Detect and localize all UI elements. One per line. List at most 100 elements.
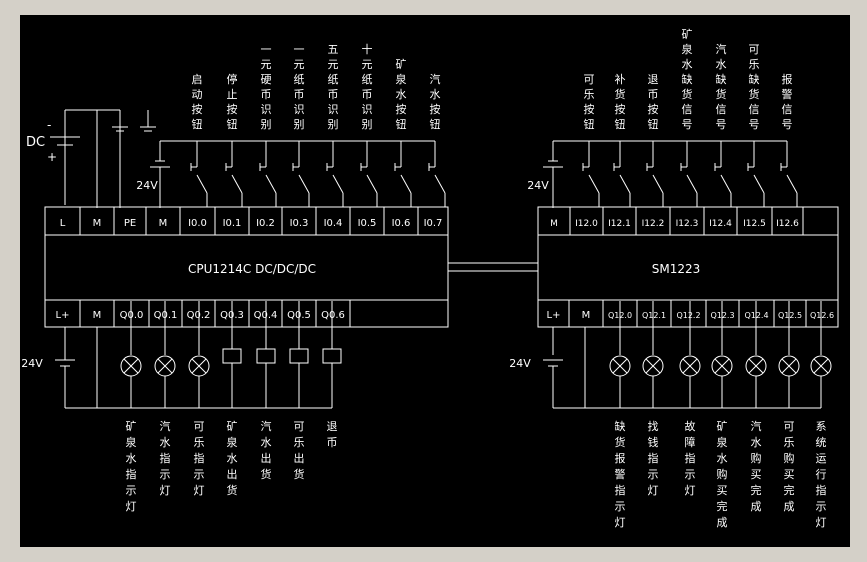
sm-input-switch-3-contact	[686, 174, 698, 194]
dc-plus: +	[47, 150, 57, 164]
cpu-module	[44, 206, 449, 328]
cpu-terminal-lp: L+	[56, 310, 70, 321]
cpu-input-switch-7-contact	[434, 174, 446, 194]
sm-terminal-i12-6: I12.6	[776, 219, 799, 229]
sm-output-label-5: 可乐购买完成	[784, 420, 795, 513]
sm-output-label-3: 矿泉水购买完成	[717, 420, 728, 529]
cpu-input-24v-label: 24V	[136, 179, 158, 192]
sm-output-lamp-1-x2	[645, 358, 661, 374]
cpu-terminal-m: M	[159, 218, 168, 229]
cpu-terminal-i0-0: I0.0	[188, 218, 207, 229]
sm-terminal-q12-1: Q12.1	[642, 311, 666, 320]
cpu-input-switch-0-contact	[196, 174, 208, 194]
sm-terminal-q12-5: Q12.5	[778, 311, 802, 320]
dc-minus: -	[47, 118, 51, 132]
sm-input-24v-label: 24V	[527, 179, 549, 192]
cpu-input-switch-1-contact	[231, 174, 243, 194]
cpu-terminal-i0-3: I0.3	[290, 218, 309, 229]
cpu-input-switch-6-contact	[400, 174, 412, 194]
sm-output-label-4: 汽水购买完成	[751, 419, 762, 513]
cpu-output-label-5: 可乐出货	[294, 420, 305, 481]
sm-input-switch-2-contact	[652, 174, 664, 194]
plc-wiring-diagram: DC - + CPU1214C DC/DC/DC L M PE M I0.0 I0.1 I0.…	[21, 28, 839, 529]
cpu-input-label-1: 停止按钮	[227, 72, 238, 131]
sm-module	[537, 206, 839, 328]
cpu-terminal-m: M	[93, 218, 102, 229]
cpu-output-label-4: 汽水出货	[261, 419, 272, 481]
sm-output-lamp-3-x2	[714, 358, 730, 374]
cpu-input-label-3: 一元纸币识别	[294, 43, 305, 131]
dc-supply: DC - +	[26, 109, 156, 208]
cpu-terminal-i0-4: I0.4	[324, 218, 343, 229]
sm-terminal-i12-4: I12.4	[709, 219, 732, 229]
sm-input-label-0: 可乐按钮	[584, 73, 595, 131]
cpu-terminal-i0-1: I0.1	[223, 218, 242, 229]
sm-input-label-1: 补货按钮	[615, 73, 626, 131]
cpu-output-coil-5	[289, 348, 309, 364]
cpu-input-label-5: 十元纸币识别	[362, 42, 373, 131]
sm-input-label-2: 退币按钮	[648, 73, 659, 131]
cpu-output-label-2: 可乐指示灯	[194, 420, 205, 497]
sm-input-switch-4-contact	[720, 174, 732, 194]
dc-label: DC	[26, 135, 45, 150]
sm-terminal-q12-6: Q12.6	[810, 311, 834, 320]
sm-output-24v-label: 24V	[509, 357, 531, 370]
cpu-terminal-i0-2: I0.2	[256, 218, 275, 229]
sm-input-label-4: 汽水缺货信号	[716, 42, 727, 131]
sm-input-switch-5-contact	[753, 174, 765, 194]
sm-terminal-i12-3: I12.3	[676, 219, 699, 229]
sm-output-label-2: 故障指示灯	[685, 419, 696, 497]
sm-output-label-0: 缺货报警指示灯	[615, 419, 626, 529]
drawing-canvas[interactable]: DC - + CPU1214C DC/DC/DC L M PE M I0.0 I0.1 I0.…	[20, 15, 850, 547]
cpu-terminal-i0-7: I0.7	[424, 218, 443, 229]
cpu-terminal-pe: PE	[124, 218, 136, 229]
sm-input-switch-1-contact	[619, 174, 631, 194]
cpu-output-coil-3	[222, 348, 242, 364]
cpu-output-label-3: 矿泉水出货	[227, 420, 238, 497]
sm-terminal-i12-0: I12.0	[575, 219, 598, 229]
sm-input-label-5: 可乐缺货信号	[749, 43, 760, 131]
cpu-input-label-0: 启动按钮	[192, 73, 203, 131]
cpu-input-label-2: 一元硬币识别	[261, 43, 272, 131]
cpu-terminal-i0-6: I0.6	[392, 218, 411, 229]
cpu-input-label-6: 矿泉水按钮	[396, 58, 407, 131]
cpu-output-lamp-0-x2	[123, 358, 139, 374]
sm-output-lamp-2-x2	[682, 358, 698, 374]
cpu-input-label-4: 五元纸币识别	[328, 43, 339, 131]
cpu-output-coil-4	[256, 348, 276, 364]
cpu-terminal-q0-6: Q0.6	[321, 310, 345, 321]
cpu-output-label-6: 退币	[327, 420, 338, 449]
cpu-output-lamp-1-x2	[157, 358, 173, 374]
cpu-input-switch-3-contact	[298, 174, 310, 194]
sm-terminal-lp: L+	[547, 310, 561, 321]
cpu-output-24v-label: 24V	[21, 357, 43, 370]
sm-terminal-q12-2: Q12.2	[676, 311, 700, 320]
cpu-terminal-m: M	[93, 310, 102, 321]
sm-terminal-i12-1: I12.1	[608, 219, 631, 229]
cpu-model-label: CPU1214C DC/DC/DC	[188, 262, 316, 276]
cpu-terminal-i0-5: I0.5	[358, 218, 377, 229]
sm-input-switch-6-contact	[786, 174, 798, 194]
sm-output-lamp-6-x2	[813, 358, 829, 374]
sm-output-label-6: 系统运行指示灯	[816, 420, 827, 529]
sm-output-label-1: 找钱指示灯	[648, 419, 659, 497]
cpu-output-coil-6	[322, 348, 342, 364]
sm-terminal-m: M	[550, 219, 558, 229]
cpu-input-switch-2-contact	[265, 174, 277, 194]
sm-terminal-m: M	[582, 310, 591, 321]
sm-output-lamp-5-x2	[781, 358, 797, 374]
cpu-input-switch-5-contact	[366, 174, 378, 194]
cpu-input-switch-4-contact	[332, 174, 344, 194]
sm-terminal-i12-2: I12.2	[642, 219, 665, 229]
cpu-output-label-0: 矿泉水指示灯	[126, 420, 137, 513]
cpu-output-lamp-2-x2	[191, 358, 207, 374]
sm-output-lamp-0-x2	[612, 358, 628, 374]
sm-input-switch-0-contact	[588, 174, 600, 194]
cpu-output-label-1: 汽水指示灯	[160, 419, 171, 497]
sm-input-label-6: 报警信号	[782, 72, 793, 131]
cpu-terminal-l: L	[60, 218, 66, 229]
sm-input-label-3: 矿泉水缺货信号	[682, 28, 693, 131]
sm-output-lamp-4-x2	[748, 358, 764, 374]
cpu-input-label-7: 汽水按钮	[430, 72, 441, 131]
